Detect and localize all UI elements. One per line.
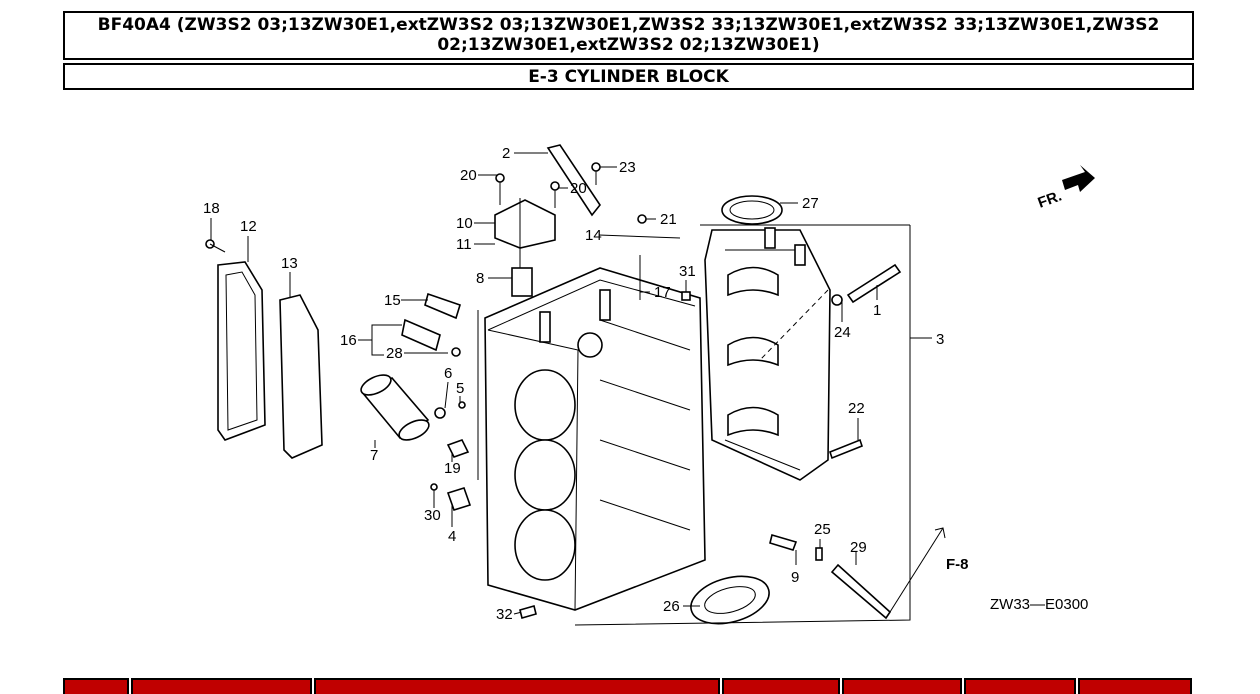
callout-27: 27 [802, 195, 819, 212]
table-header-cell [131, 678, 312, 694]
callout-11: 11 [456, 236, 472, 253]
callout-31: 31 [679, 263, 696, 280]
leader-lines [210, 152, 932, 615]
callout-14: 14 [585, 227, 602, 244]
callout-1: 1 [873, 302, 881, 319]
oil-filter [360, 374, 430, 441]
callout-6: 6 [444, 365, 452, 382]
callouts: 1 2 3 4 5 6 7 8 9 10 11 12 13 14 15 16 1… [203, 145, 944, 623]
callout-26: 26 [663, 598, 680, 615]
callout-18: 18 [203, 200, 220, 217]
callout-21: 21 [660, 211, 677, 228]
callout-22: 22 [848, 400, 865, 417]
callout-5: 5 [456, 380, 464, 397]
callout-13: 13 [281, 255, 298, 272]
front-direction-arrow: FR. [1036, 165, 1095, 212]
table-header-cell [722, 678, 840, 694]
callout-25: 25 [814, 521, 831, 538]
thermostat-cover [494, 199, 556, 249]
callout-12: 12 [240, 218, 257, 235]
callout-8: 8 [476, 270, 484, 287]
callout-30: 30 [424, 507, 441, 524]
drawing-code: ZW33—E0300 [990, 596, 1088, 613]
callout-23: 23 [619, 159, 636, 176]
oil-seal [721, 195, 783, 225]
front-label: FR. [1036, 188, 1065, 212]
callout-4: 4 [448, 528, 456, 545]
callout-2: 2 [502, 145, 510, 162]
reference-label: F-8 [946, 556, 969, 573]
callout-20b: 20 [570, 180, 587, 197]
gasket-12 [217, 261, 266, 441]
gasket-13 [279, 294, 323, 459]
callout-3: 3 [936, 331, 944, 348]
callout-29: 29 [850, 539, 867, 556]
bracket [546, 144, 601, 217]
sensor-15 [424, 292, 461, 320]
callout-24: 24 [834, 324, 851, 341]
callout-16: 16 [340, 332, 357, 349]
callout-19: 19 [444, 460, 461, 477]
cylinder-block [484, 267, 706, 611]
callout-15: 15 [384, 292, 401, 309]
model-title: BF40A4 (ZW3S2 03;13ZW30E1,extZW3S2 03;13… [63, 11, 1194, 60]
section-title: E-3 CYLINDER BLOCK [63, 63, 1194, 90]
thermostat [511, 267, 533, 297]
callout-10: 10 [456, 215, 473, 232]
hose [830, 563, 892, 620]
callout-20a: 20 [460, 167, 477, 184]
table-header-cell [842, 678, 962, 694]
crankcase [704, 227, 831, 481]
table-header-cell [1078, 678, 1192, 694]
bolt-1 [846, 263, 902, 304]
callout-9: 9 [791, 569, 799, 586]
sensor-16 [401, 318, 441, 352]
small-parts [205, 162, 863, 619]
parts-table-header [63, 678, 1196, 694]
table-header-cell [63, 678, 129, 694]
callout-7: 7 [370, 447, 378, 464]
table-header-cell [314, 678, 720, 694]
callout-32: 32 [496, 606, 513, 623]
callout-28: 28 [386, 345, 403, 362]
table-header-cell [964, 678, 1076, 694]
callout-17: 17 [654, 284, 671, 301]
